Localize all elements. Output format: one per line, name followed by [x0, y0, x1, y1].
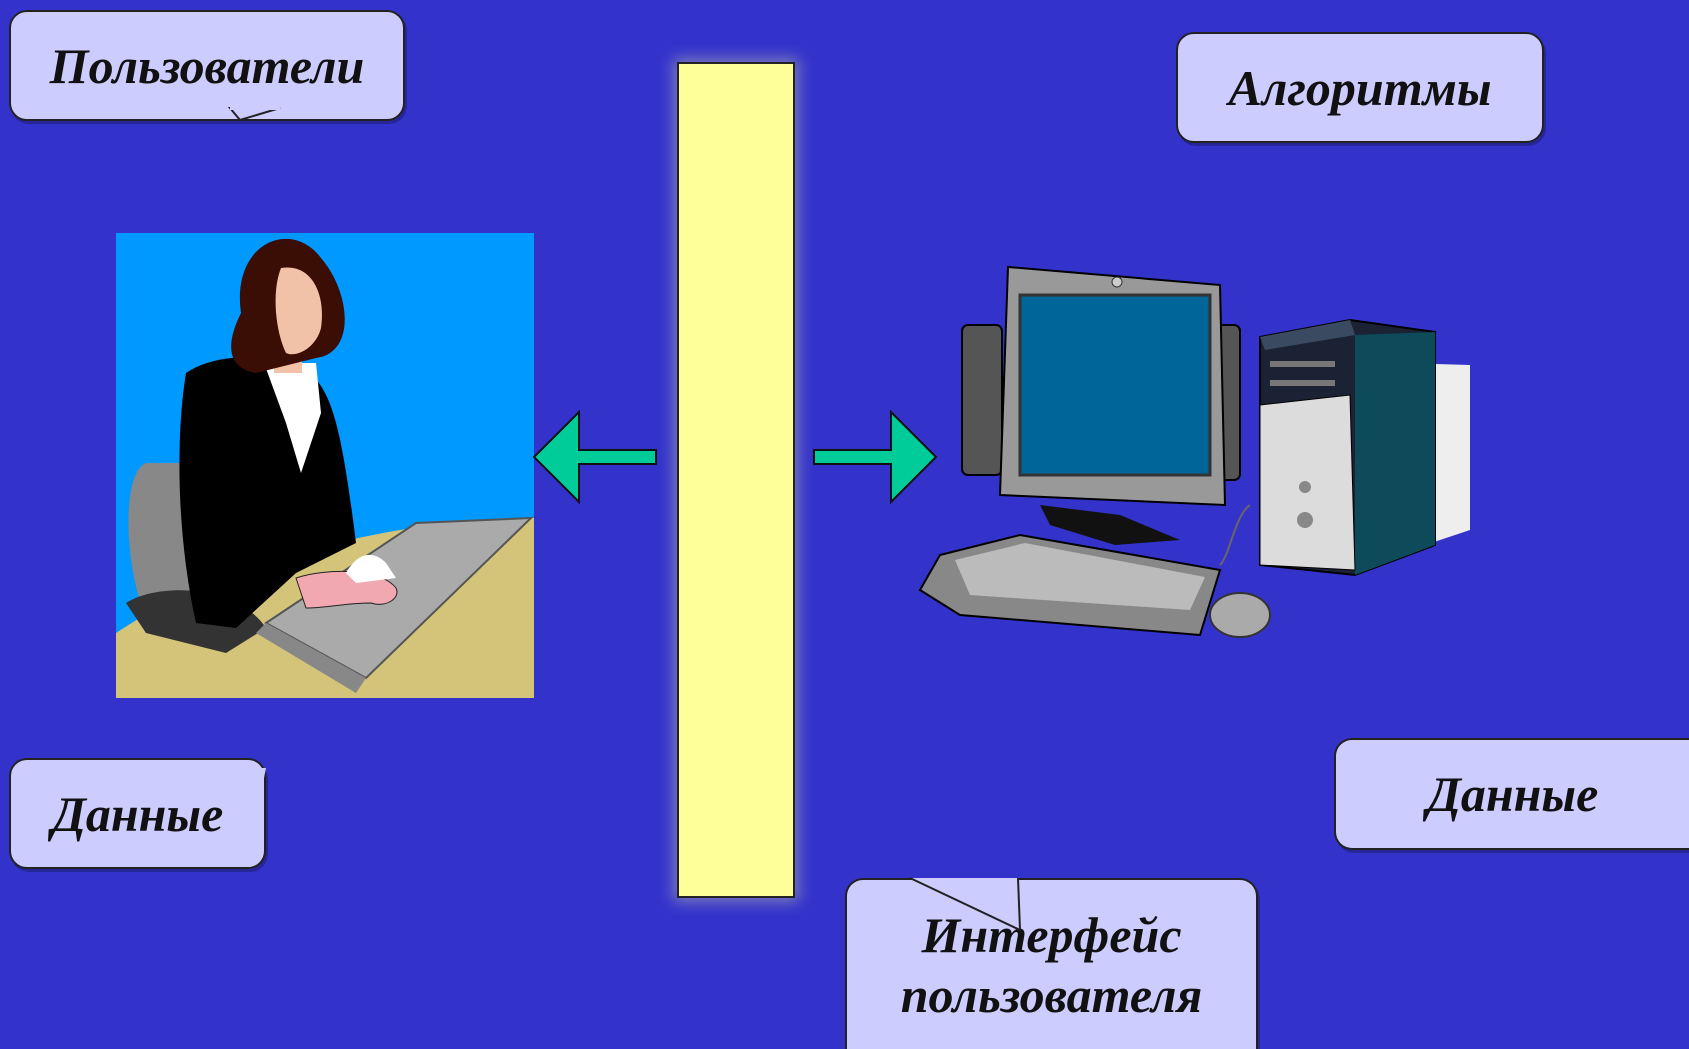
data-left-label: Данные — [51, 785, 224, 842]
user-interface-callout: Интерфейс пользователя — [845, 878, 1258, 1049]
user-interface-label: Интерфейс пользователя — [900, 906, 1203, 1023]
data-left-callout: Данные — [9, 758, 266, 869]
users-label: Пользователи — [49, 37, 365, 94]
algorithms-label: Алгоритмы — [1228, 59, 1492, 116]
algorithms-callout: Алгоритмы — [1176, 32, 1544, 143]
users-callout: Пользователи — [9, 10, 405, 121]
interface-panel — [677, 62, 795, 898]
users-callout-tail — [227, 107, 281, 122]
user-interface-callout-tail — [909, 877, 1022, 932]
data-left-callout-tail — [260, 768, 266, 798]
desktop-computer-icon — [918, 265, 1470, 638]
arrow-right-icon — [813, 410, 938, 504]
data-right-label: Данные — [1426, 766, 1599, 822]
data-right-callout: Данные — [1334, 738, 1689, 850]
arrow-left-icon — [532, 410, 657, 504]
woman-at-laptop-icon — [116, 233, 534, 698]
